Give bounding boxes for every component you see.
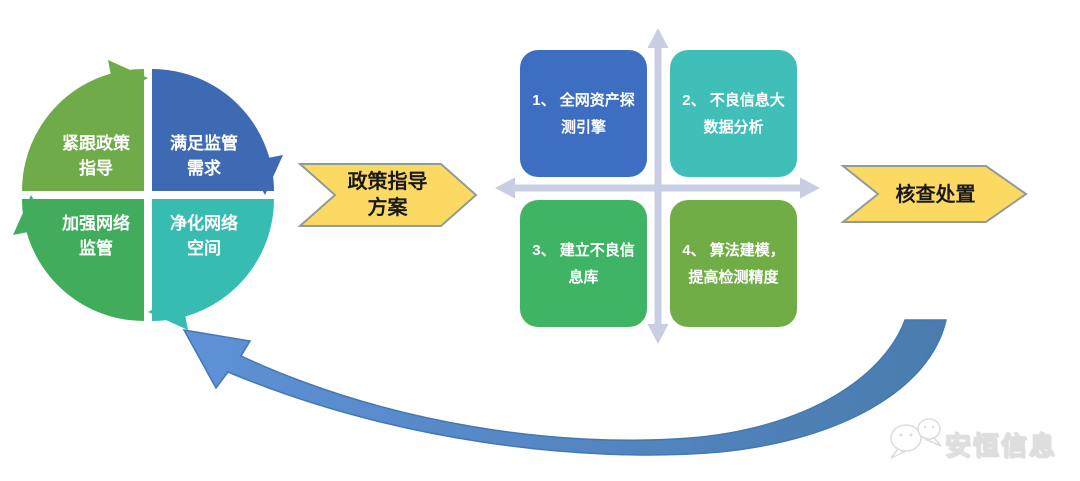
matrix-item-1: 1、 全网资产探 测引擎 (520, 50, 647, 177)
cycle-label-bottom-left: 加强网络 监管 (38, 212, 154, 261)
cycle-quadrant-bottom-left (13, 195, 144, 321)
axis-arrow-right-icon (800, 177, 820, 199)
matrix-item-3: 3、 建立不良信 息库 (520, 200, 647, 327)
return-curved-arrow (182, 319, 947, 456)
matrix-item-line: 测引擎 (560, 118, 606, 136)
cycle-label-line: 加强网络 (62, 214, 130, 233)
axis-arrow-left-icon (495, 177, 515, 199)
wechat-icon (890, 418, 942, 459)
policy-chevron-arrow (297, 163, 478, 227)
policy-arrow-label: 政策指导 方案 (325, 169, 450, 221)
cycle-label-top-right: 满足监管 需求 (146, 132, 262, 181)
verify-arrow-line: 核查处置 (895, 184, 976, 206)
matrix-axes (495, 28, 820, 344)
cycle-label-bottom-right: 净化网络 空间 (146, 212, 262, 261)
cycle-label-line: 指导 (79, 158, 113, 178)
verify-arrow-label: 核查处置 (873, 182, 998, 208)
matrix-item-line: 2、 不良信息大 (682, 91, 785, 109)
axis-arrow-up-icon (647, 28, 669, 48)
cycle-quadrant-bottom-right (148, 199, 274, 330)
cycle-label-line: 净化网络 (170, 214, 238, 233)
matrix-item-line: 数据分析 (703, 118, 764, 136)
verify-chevron-arrow (840, 165, 1028, 223)
matrix-item-line: 息库 (568, 268, 599, 286)
policy-arrow-line: 方案 (367, 197, 408, 219)
matrix-item-4: 4、 算法建模， 提高检测精度 (670, 200, 797, 327)
matrix-item-line: 提高检测精度 (688, 268, 779, 286)
cycle-quadrant-top-left (22, 60, 148, 191)
matrix-item-line: 1、 全网资产探 (532, 91, 635, 109)
cycle-label-line: 需求 (187, 158, 221, 178)
cycle-label-line: 满足监管 (170, 134, 238, 153)
cycle-label-top-left: 紧跟政策 指导 (38, 132, 154, 181)
matrix-item-2: 2、 不良信息大 数据分析 (670, 50, 797, 177)
axis-arrow-down-icon (647, 324, 669, 344)
cycle-label-line: 空间 (187, 238, 221, 258)
matrix-item-line: 4、 算法建模， (682, 241, 785, 259)
policy-arrow-line: 政策指导 (347, 171, 428, 193)
matrix-item-line: 3、 建立不良信 (532, 241, 635, 259)
watermark-brand-text: 安恒信息 (944, 431, 1058, 462)
cycle-diagram (13, 60, 283, 330)
cycle-quadrant-top-right (152, 69, 283, 195)
cycle-label-line: 紧跟政策 (62, 134, 130, 153)
cycle-label-line: 监管 (79, 238, 113, 258)
axis-vertical-line (654, 46, 662, 326)
